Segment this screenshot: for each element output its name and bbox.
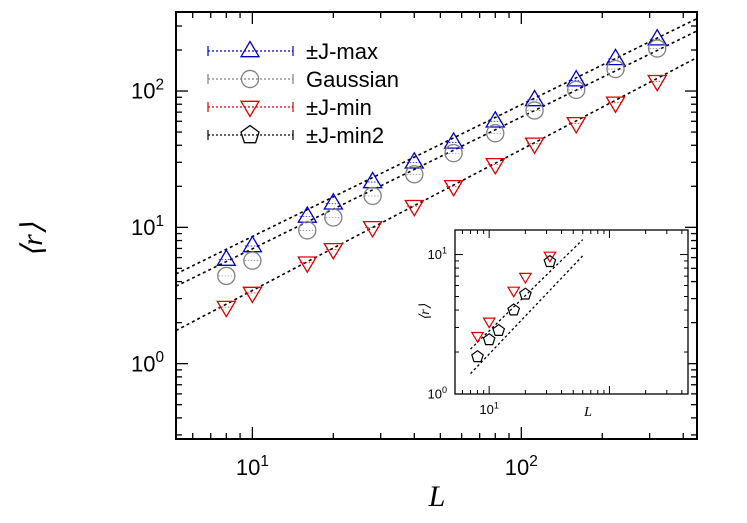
marker-triangle-down (362, 220, 383, 239)
y-tick-label: 101 (131, 213, 164, 240)
y-tick-label: 101 (427, 246, 447, 262)
legend-item: ±J-min (207, 95, 372, 120)
marker-triangle-down (242, 286, 263, 304)
marker-circle (298, 221, 317, 240)
plot-frame (454, 229, 689, 395)
marker-circle (606, 59, 625, 79)
y-tick-label: 100 (131, 349, 164, 376)
marker-triangle-down (506, 286, 521, 298)
marker-triangle-down (470, 331, 485, 344)
marker-circle (486, 124, 505, 143)
marker-triangle-up (566, 69, 587, 87)
fit-line (470, 255, 584, 375)
legend-item: ±J-min2 (207, 123, 384, 148)
plot-area (455, 230, 688, 394)
legend-marker-circle (240, 69, 260, 89)
marker-pentagon (543, 254, 557, 268)
marker-triangle-down (518, 272, 533, 285)
marker-triangle-down (297, 256, 318, 274)
marker-triangle-up (404, 151, 425, 169)
legend-item: ±J-max (207, 39, 378, 64)
y-axis-title: ⟨r⟩ (418, 303, 433, 320)
legend-label: ±J-max (306, 39, 378, 64)
marker-circle (444, 143, 463, 163)
marker-pentagon (471, 349, 484, 363)
plot-frame (175, 11, 698, 440)
legend-marker-triangle-down (239, 100, 261, 118)
marker-circle (363, 186, 382, 206)
fit-line (176, 56, 697, 332)
x-axis-title: L (428, 480, 446, 513)
marker-circle (405, 165, 424, 184)
x-axis-title: L (583, 405, 592, 420)
x-tick-label: 101 (479, 401, 499, 417)
data-markers (470, 251, 557, 363)
fit-line (470, 239, 584, 350)
legend-label: ±J-min (306, 95, 372, 120)
marker-triangle-down (647, 74, 668, 92)
marker-triangle-down (605, 96, 626, 114)
fit-line (176, 17, 697, 275)
y-tick-label: 102 (131, 76, 164, 103)
fit-lines (470, 239, 584, 375)
marker-circle (217, 266, 236, 286)
marker-triangle-down (524, 137, 545, 155)
y-tick-label: 100 (427, 385, 447, 401)
legend-marker-triangle-up (239, 40, 261, 58)
marker-pentagon (492, 323, 506, 336)
marker-circle (525, 101, 544, 120)
marker-triangle-down (485, 157, 506, 176)
marker-triangle-down (404, 199, 425, 217)
marker-triangle-down (323, 242, 344, 261)
fit-line (176, 30, 697, 287)
marker-triangle-up (524, 89, 545, 107)
marker-circle (243, 251, 262, 270)
legend-item: Gaussian (207, 67, 399, 92)
y-axis-title: ⟨r⟩ (16, 222, 49, 257)
marker-triangle-down (443, 179, 464, 198)
marker-triangle-down (216, 300, 237, 318)
marker-circle (647, 39, 667, 58)
axis-ticks (455, 230, 688, 395)
legend-label: ±J-min2 (306, 123, 384, 148)
marker-triangle-down (482, 317, 496, 329)
fit-lines (176, 17, 697, 332)
marker-triangle-up (216, 248, 237, 266)
legend-marker-pentagon (240, 124, 260, 144)
marker-triangle-up (605, 48, 626, 66)
marker-pentagon (518, 287, 532, 300)
x-tick-label: 102 (505, 453, 538, 480)
marker-triangle-down (566, 116, 587, 135)
marker-circle (567, 80, 586, 100)
marker-pentagon (482, 332, 496, 346)
data-markers (216, 28, 668, 318)
marker-pentagon (507, 303, 521, 316)
x-tick-label: 101 (236, 453, 269, 480)
marker-triangle-up (647, 28, 668, 46)
marker-triangle-up (485, 110, 506, 128)
marker-triangle-up (443, 131, 464, 149)
legend-label: Gaussian (306, 67, 399, 92)
marker-circle (324, 208, 343, 227)
